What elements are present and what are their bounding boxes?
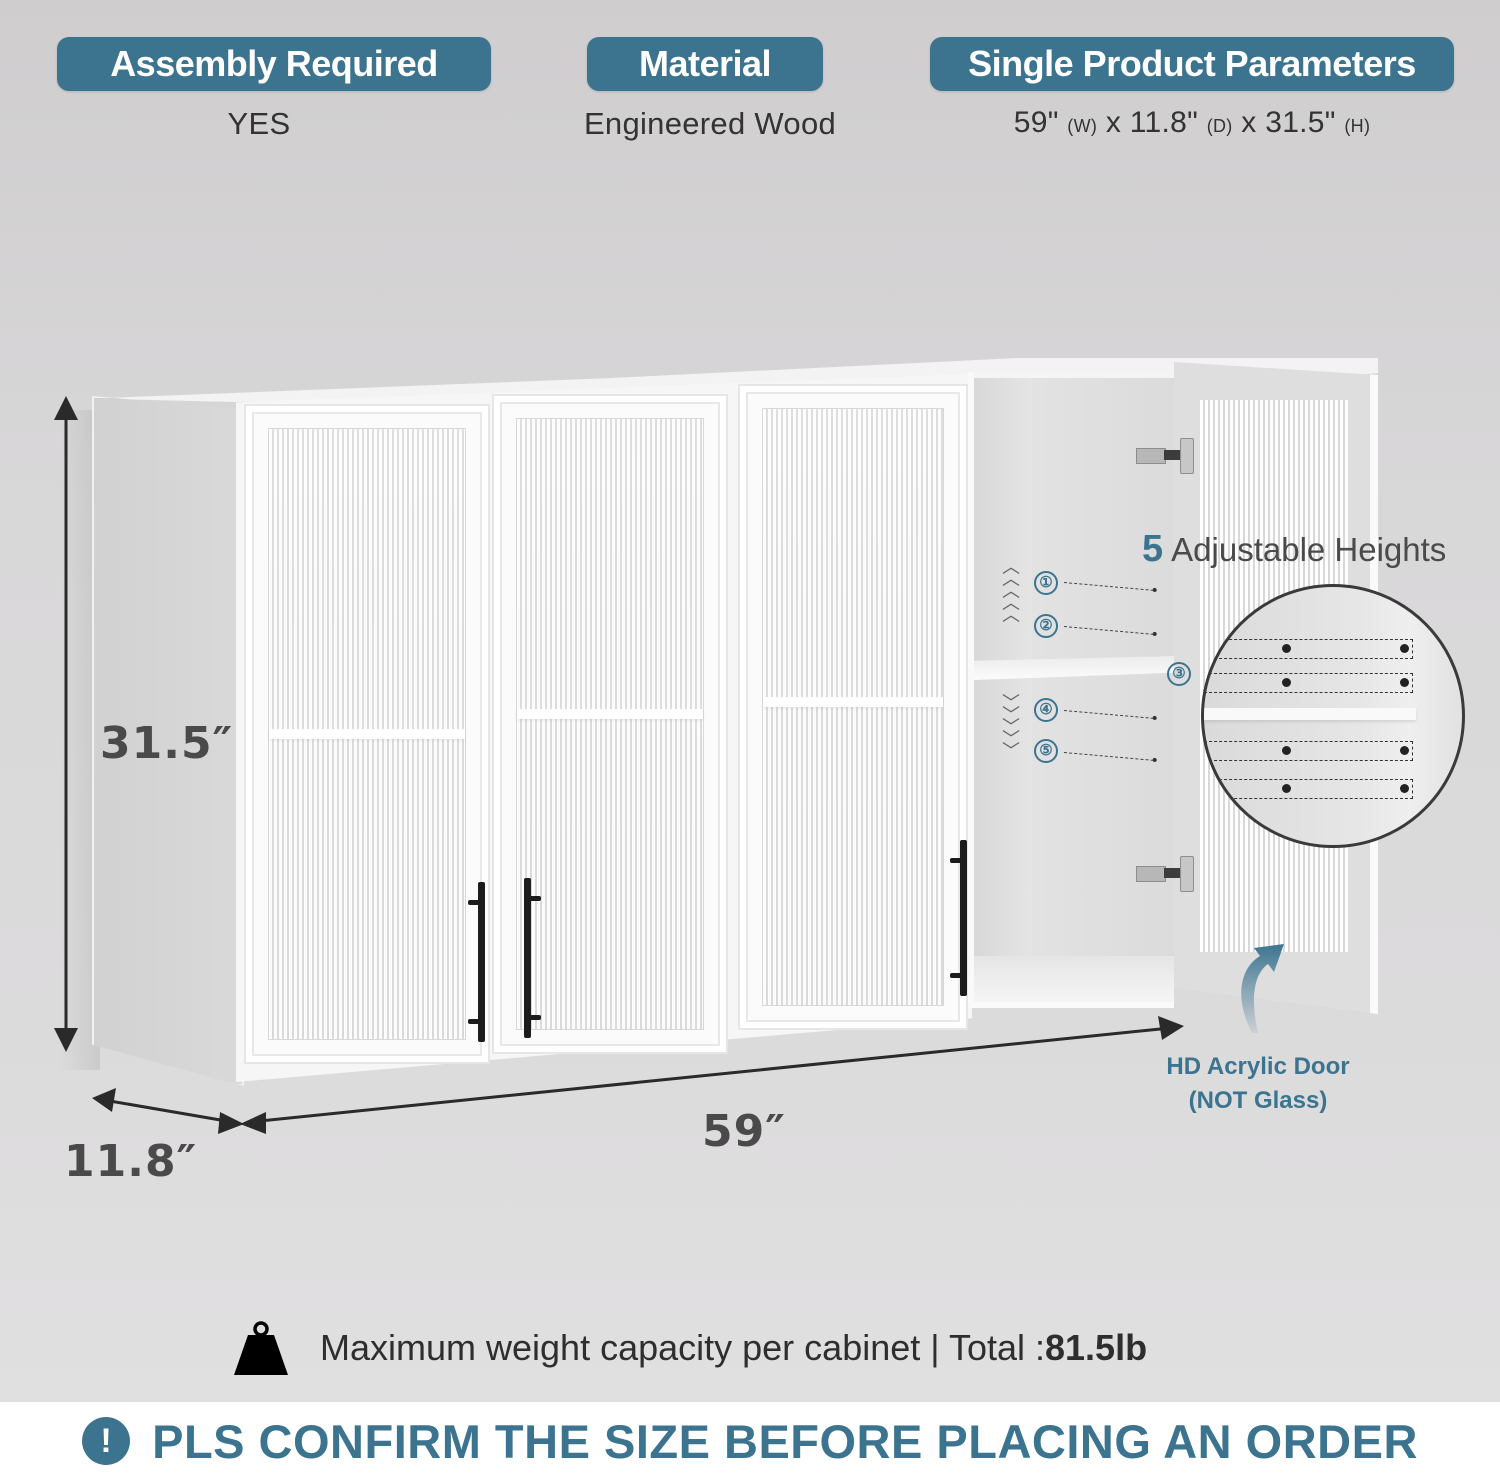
cabinet-door-2 — [492, 394, 728, 1054]
capacity-value: 81.5lb — [1045, 1327, 1148, 1368]
shelf-reflection — [269, 729, 465, 739]
weight-icon — [234, 1321, 288, 1375]
product-parameters-label: Single Product Parameters — [968, 43, 1416, 84]
assembly-required-value: YES — [227, 106, 291, 141]
door-handle — [950, 840, 967, 996]
shelf-pin-detail-magnifier — [1201, 584, 1465, 848]
depth-unit: (D) — [1206, 116, 1233, 136]
fluted-acrylic-panel — [762, 408, 944, 1006]
fluted-acrylic-panel — [516, 418, 704, 1030]
times-sign: x — [1105, 106, 1122, 139]
chevron-down-icon: ﹀﹀﹀﹀﹀ — [1002, 693, 1020, 762]
capacity-text: Maximum weight capacity per cabinet | To… — [320, 1327, 1147, 1369]
shelf-reflection — [517, 709, 703, 719]
material-label: Material — [638, 43, 772, 84]
hinge-icon — [1136, 856, 1194, 892]
shelf-reflection — [763, 697, 943, 707]
height-value: 31.5" — [1265, 106, 1336, 139]
fluted-acrylic-panel — [268, 428, 466, 1040]
shelf-position-3: ③ — [1167, 662, 1191, 686]
material-value: Engineered Wood — [583, 106, 837, 141]
product-parameters-badge: Single Product Parameters — [930, 37, 1454, 91]
dimension-arrows — [54, 396, 1184, 1134]
depth-dimension-label: 11.8″ — [64, 1136, 198, 1187]
shelf-position-1: ① — [1034, 571, 1058, 595]
open-cabinet-interior — [968, 372, 1174, 1008]
chevron-up-icon: ︿︿︿︿︿ — [1002, 557, 1020, 626]
exclamation-icon: ! — [82, 1417, 131, 1465]
pin-row — [1204, 779, 1413, 799]
width-value: 59" — [1013, 106, 1059, 139]
width-unit: (W) — [1067, 116, 1098, 136]
door-handle — [524, 878, 541, 1038]
acrylic-door-note: HD Acrylic Door (NOT Glass) — [1140, 1050, 1376, 1118]
product-parameters-value: 59" (W) x 11.8" (D) x 31.5" (H) — [960, 106, 1424, 140]
width-dimension-label: 59″ — [702, 1106, 786, 1157]
material-badge: Material — [587, 37, 823, 91]
adjustable-count: 5 — [1142, 528, 1164, 570]
shelf-position-2: ② — [1034, 614, 1058, 638]
shelf-detail — [1204, 708, 1416, 720]
hinge-icon — [1136, 438, 1194, 474]
acrylic-door-note-line1: HD Acrylic Door — [1166, 1053, 1350, 1080]
capacity-label: Maximum weight capacity per cabinet | To… — [320, 1327, 1046, 1368]
assembly-required-label: Assembly Required — [110, 43, 438, 84]
depth-value: 11.8" — [1129, 106, 1199, 139]
door-handle — [468, 882, 485, 1042]
pin-row — [1204, 639, 1413, 659]
pin-row — [1204, 741, 1413, 761]
cabinet-door-3 — [738, 384, 968, 1030]
shelf-position-5: ⑤ — [1034, 739, 1058, 763]
height-unit: (H) — [1344, 116, 1371, 136]
cabinet-door-1 — [244, 404, 490, 1064]
curved-arrow-icon — [1241, 944, 1284, 1033]
banner-message: PLS CONFIRM THE SIZE BEFORE PLACING AN O… — [152, 1414, 1418, 1468]
times-sign: x — [1241, 106, 1257, 139]
cabinet-bottom — [974, 956, 1174, 1002]
size-confirmation-banner: ! PLS CONFIRM THE SIZE BEFORE PLACING AN… — [0, 1402, 1500, 1480]
adjustable-label: Adjustable Heights — [1171, 531, 1447, 568]
height-dimension-label: 31.5″ — [100, 718, 234, 769]
pin-row — [1204, 673, 1413, 693]
acrylic-door-note-line2: (NOT Glass) — [1188, 1087, 1328, 1114]
weight-capacity-line: Maximum weight capacity per cabinet | To… — [232, 1318, 1147, 1378]
assembly-required-badge: Assembly Required — [57, 37, 491, 91]
shelf-position-4: ④ — [1034, 698, 1058, 722]
